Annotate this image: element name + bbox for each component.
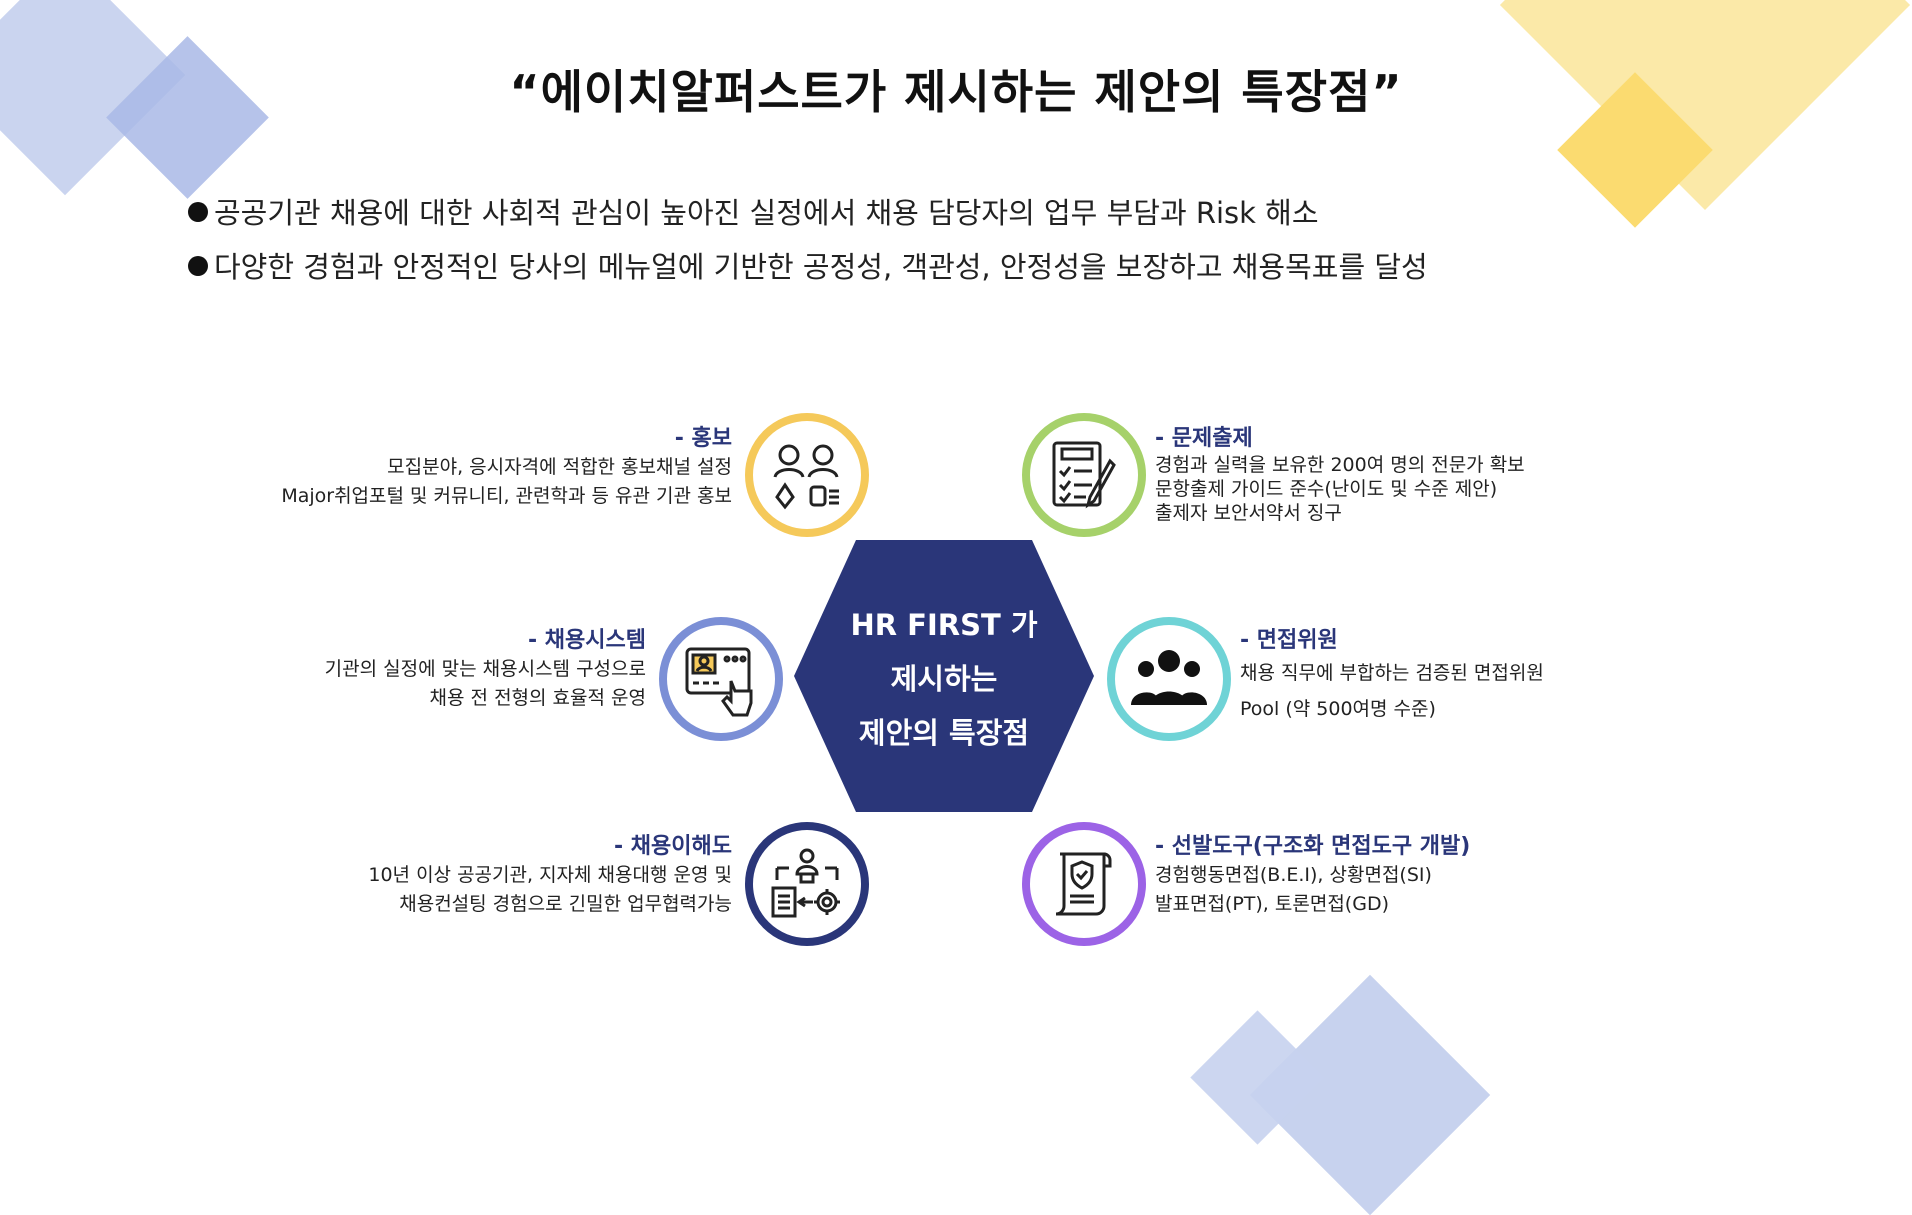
- understanding-line: 채용컨설팅 경험으로 긴밀한 업무협력가능: [399, 893, 732, 915]
- exam-icon-ring: [1022, 413, 1146, 537]
- exam-line: 출제자 보안서약서 징구: [1155, 502, 1342, 524]
- understanding-title: - 채용이해도: [614, 834, 732, 859]
- center-hexagon-text: HR FIRST 가 제시하는 제안의 특장점: [794, 598, 1094, 760]
- center-line: 제시하는: [890, 662, 998, 696]
- tools-icon-ring: [1022, 822, 1146, 946]
- people-promotion-icon: [773, 444, 839, 510]
- exam-line: 문항출제 가이드 준수(난이도 및 수준 제안): [1155, 478, 1498, 500]
- interviewer-icon-ring: [1107, 617, 1231, 741]
- checklist-pen-icon: [1052, 441, 1116, 509]
- interviewer-description: 채용 직무에 부합하는 검증된 면접위원 Pool (약 500여명 수준): [1240, 655, 1544, 727]
- interviewer-title: - 면접위원: [1240, 628, 1338, 653]
- promotion-description: 모집분야, 응시자격에 적합한 홍보채널 설정 Major취업포털 및 커뮤니티…: [281, 453, 732, 511]
- tools-line: 발표면접(PT), 토론면접(GD): [1155, 893, 1389, 915]
- page-title: “에이치알퍼스트가 제시하는 제안의 특장점”: [509, 65, 1403, 119]
- center-line: HR FIRST 가: [850, 608, 1038, 642]
- system-description: 기관의 실정에 맞는 채용시스템 구성으로 채용 전 전형의 효율적 운영: [325, 655, 646, 713]
- bullet-dot-icon: [188, 202, 208, 222]
- interviewer-line: Pool (약 500여명 수준): [1240, 698, 1436, 720]
- tools-line: 경험행동면접(B.E.I), 상황면접(SI): [1155, 864, 1432, 886]
- system-line: 채용 전 전형의 효율적 운영: [429, 687, 646, 709]
- promotion-line: 모집분야, 응시자격에 적합한 홍보채널 설정: [387, 456, 732, 478]
- certificate-scroll-icon: [1055, 852, 1112, 916]
- bullet-text: 공공기관 채용에 대한 사회적 관심이 높아진 실정에서 채용 담당자의 업무 …: [214, 196, 1319, 230]
- promotion-title: - 홍보: [674, 426, 732, 451]
- bullet-text: 다양한 경험과 안정적인 당사의 메뉴얼에 기반한 공정성, 객관성, 안정성을…: [214, 250, 1428, 284]
- system-line: 기관의 실정에 맞는 채용시스템 구성으로: [324, 658, 646, 680]
- understanding-icon-ring: [745, 822, 869, 946]
- system-icon-ring: [659, 617, 783, 741]
- exam-title: - 문제출제: [1155, 426, 1253, 451]
- summary-bullets: 공공기관 채용에 대한 사회적 관심이 높아진 실정에서 채용 담당자의 업무 …: [188, 186, 1428, 294]
- exam-line: 경험과 실력을 보유한 200여 명의 전문가 확보: [1155, 454, 1525, 476]
- center-line: 제안의 특장점: [858, 716, 1030, 750]
- bullet-item: 공공기관 채용에 대한 사회적 관심이 높아진 실정에서 채용 담당자의 업무 …: [188, 186, 1428, 240]
- group-people-icon: [1131, 650, 1207, 705]
- tools-title: - 선발도구(구조화 면접도구 개발): [1155, 834, 1471, 859]
- touch-screen-icon: [685, 647, 753, 717]
- bullet-dot-icon: [188, 256, 208, 276]
- promotion-icon-ring: [745, 413, 869, 537]
- system-title: - 채용시스템: [528, 628, 646, 653]
- interviewer-line: 채용 직무에 부합하는 검증된 면접위원: [1240, 662, 1544, 684]
- promotion-line: Major취업포털 및 커뮤니티, 관련학과 등 유관 기관 홍보: [281, 485, 732, 507]
- exam-description: 경험과 실력을 보유한 200여 명의 전문가 확보 문항출제 가이드 준수(난…: [1155, 453, 1525, 525]
- center-hexagon: [794, 540, 1094, 812]
- workflow-gear-icon: [771, 848, 840, 918]
- understanding-line: 10년 이상 공공기관, 지자체 채용대행 운영 및: [368, 864, 732, 886]
- tools-description: 경험행동면접(B.E.I), 상황면접(SI) 발표면접(PT), 토론면접(G…: [1155, 861, 1432, 919]
- bullet-item: 다양한 경험과 안정적인 당사의 메뉴얼에 기반한 공정성, 객관성, 안정성을…: [188, 240, 1428, 294]
- understanding-description: 10년 이상 공공기관, 지자체 채용대행 운영 및 채용컨설팅 경험으로 긴밀…: [368, 861, 732, 919]
